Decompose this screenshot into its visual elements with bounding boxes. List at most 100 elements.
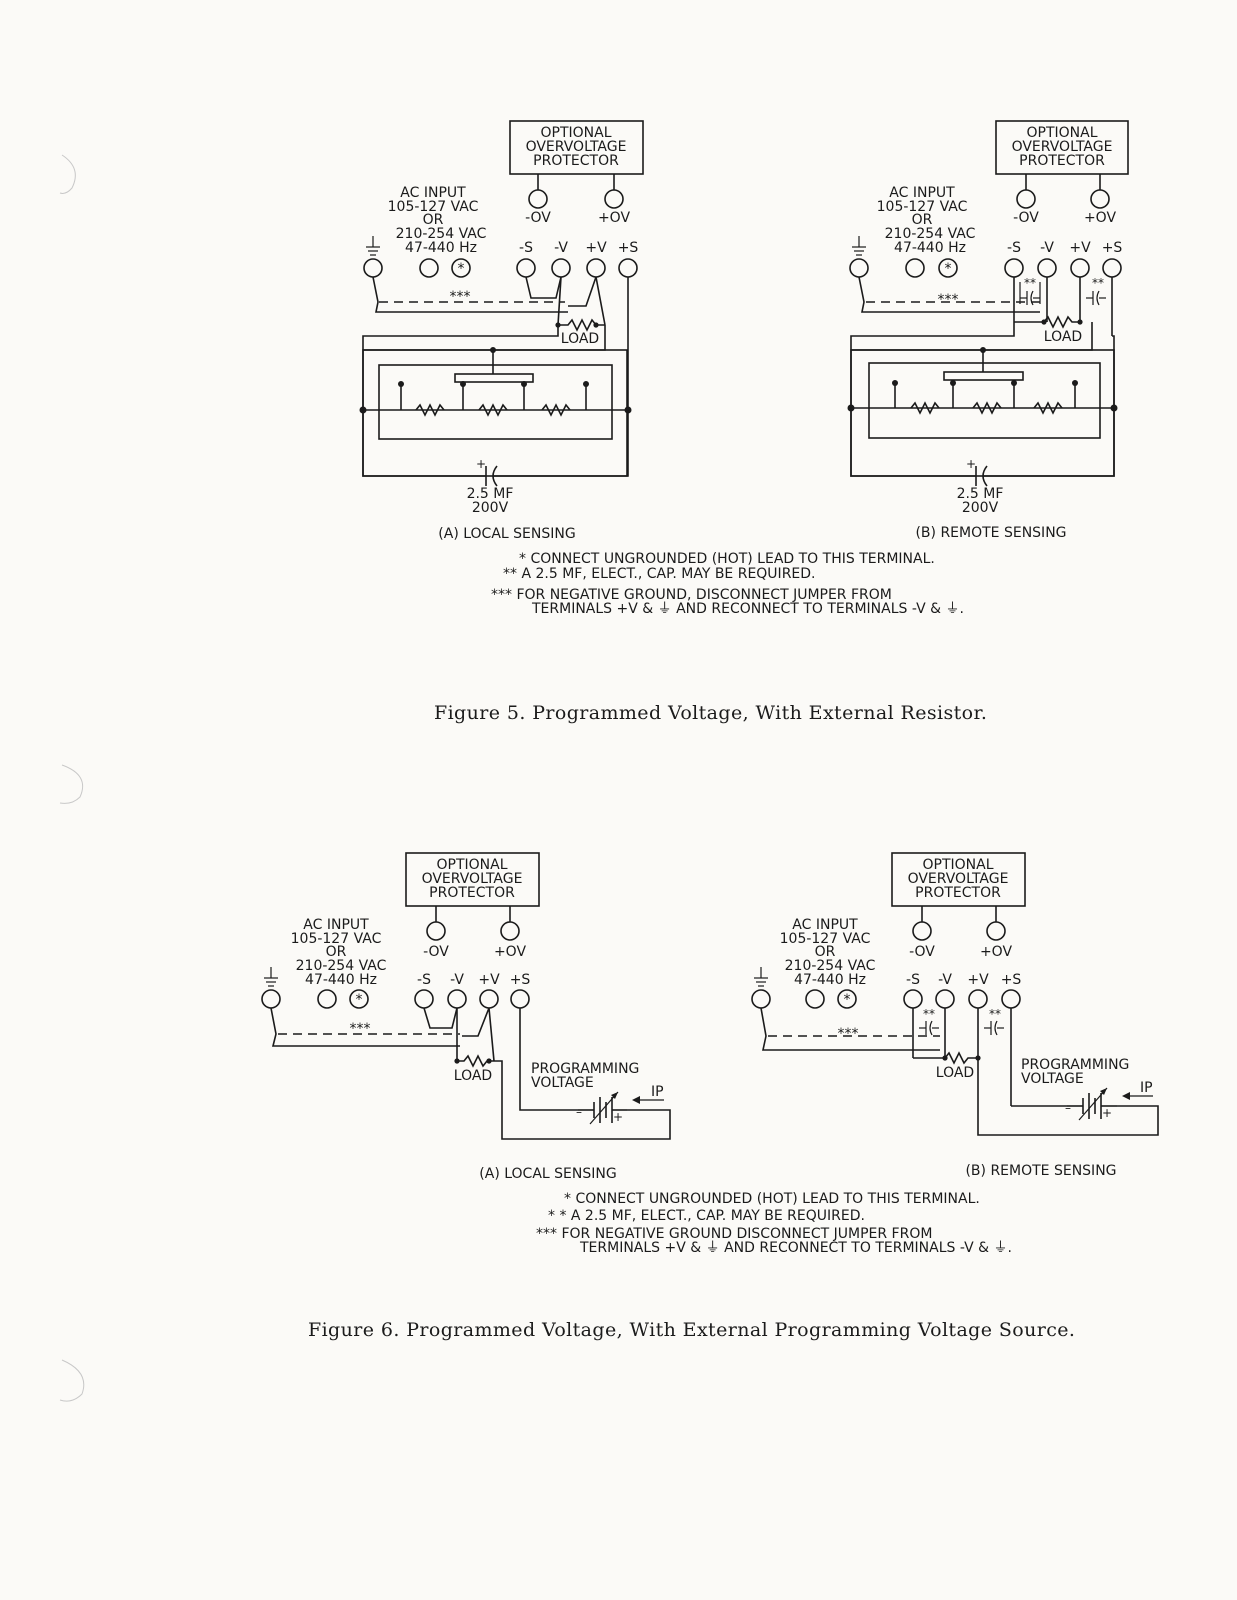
label-plus-s: +S <box>510 972 531 988</box>
load-label: LOAD <box>936 1065 974 1081</box>
ac-input-or: OR <box>326 944 347 960</box>
figure6-notes: * CONNECT UNGROUNDED (HOT) LEAD TO THIS … <box>536 1191 1012 1256</box>
label-minus-ov: -OV <box>525 210 551 226</box>
programming-voltage-label: PROGRAMMING <box>1021 1057 1129 1073</box>
terminal-minus-ov <box>912 921 932 941</box>
terminal-minus-ov <box>528 189 548 209</box>
terminal-plus-ov <box>986 921 1006 941</box>
svg-text:+: + <box>613 1110 623 1124</box>
label-minus-v: -V <box>554 240 568 256</box>
ovp-box <box>891 852 1026 907</box>
ovp-label-line2: OVERVOLTAGE <box>422 871 523 887</box>
terminal-plus-s <box>1102 258 1122 278</box>
ovp-box <box>509 120 644 175</box>
ground-icon <box>264 967 278 987</box>
ac-input-frequency: 47-440 Hz <box>894 240 966 256</box>
figure6-local-sensing: OPTIONAL OVERVOLTAGE PROTECTOR -OV +OV A… <box>261 852 671 1182</box>
terminal-minus-v <box>447 989 467 1009</box>
ac-input-range2: 210-254 VAC <box>785 958 876 974</box>
ac-input-range1: 105-127 VAC <box>291 931 382 947</box>
terminal-minus-s <box>1004 258 1024 278</box>
ground-icon <box>852 236 866 256</box>
ovp-box <box>405 852 540 907</box>
hot-mark: * <box>458 261 465 277</box>
hot-mark: * <box>844 992 851 1008</box>
label-plus-v: +V <box>967 972 989 988</box>
terminal-minus-ov <box>426 921 446 941</box>
ac-input-label: AC INPUT <box>889 185 955 201</box>
terminal-minus-v <box>935 989 955 1009</box>
ovp-label-line3: PROTECTOR <box>1019 153 1105 169</box>
resistor-decade-box <box>868 362 1101 439</box>
resistor-decade-box <box>378 364 613 440</box>
label-minus-ov: -OV <box>423 944 449 960</box>
programming-voltage-label-line2: VOLTAGE <box>531 1075 594 1091</box>
capacitor-value: 2.5 MF <box>957 486 1004 502</box>
note-negative-ground: *** FOR NEGATIVE GROUND, DISCONNECT JUMP… <box>491 587 892 603</box>
terminal-plus-s <box>510 989 530 1009</box>
note-negative-ground-cont: TERMINALS +V & ⏚ AND RECONNECT TO TERMIN… <box>579 1240 1012 1256</box>
ground-icon <box>754 967 768 987</box>
label-plus-v: +V <box>1069 240 1091 256</box>
ac-input-label: AC INPUT <box>792 917 858 933</box>
ac-input-range1: 105-127 VAC <box>388 199 479 215</box>
terminal-minus-ov <box>1016 189 1036 209</box>
ovp-label-line1: OPTIONAL <box>540 125 611 141</box>
svg-text:+: + <box>1102 1106 1112 1120</box>
jumper-mark: *** <box>450 289 471 305</box>
binding-holes <box>59 154 85 1402</box>
terminal-plus-v <box>968 989 988 1009</box>
ac-input-label: AC INPUT <box>303 917 369 933</box>
label-plus-ov: +OV <box>494 944 527 960</box>
ovp-label-line1: OPTIONAL <box>436 857 507 873</box>
terminal-plus-s <box>618 258 638 278</box>
ac-input-range1: 105-127 VAC <box>877 199 968 215</box>
svg-text:+: + <box>966 457 976 471</box>
note-hot-lead: * CONNECT UNGROUNDED (HOT) LEAD TO THIS … <box>519 551 935 567</box>
ac-input-frequency: 47-440 Hz <box>794 972 866 988</box>
terminal-ac-neutral <box>419 258 439 278</box>
terminal-ac-neutral <box>317 989 337 1009</box>
sense-cap-mark: ** <box>1092 276 1104 290</box>
label-minus-s: -S <box>906 972 920 988</box>
label-minus-s: -S <box>1007 240 1021 256</box>
figure5-caption: Figure 5. Programmed Voltage, With Exter… <box>434 702 987 724</box>
ac-input-or: OR <box>815 944 836 960</box>
variable-battery-icon: – + <box>576 1091 627 1125</box>
ovp-label-line1: OPTIONAL <box>922 857 993 873</box>
label-minus-s: -S <box>519 240 533 256</box>
terminal-plus-ov <box>500 921 520 941</box>
figure6-remote-sensing: OPTIONAL OVERVOLTAGE PROTECTOR -OV +OV A… <box>751 852 1159 1179</box>
ovp-label-line3: PROTECTOR <box>429 885 515 901</box>
current-ip-label: IP <box>651 1084 664 1100</box>
capacitor-value: 2.5 MF <box>467 486 514 502</box>
figure5-remote-sensing: OPTIONAL OVERVOLTAGE PROTECTOR -OV +OV A… <box>847 120 1129 541</box>
ac-input-or: OR <box>423 212 444 228</box>
load-label: LOAD <box>454 1068 492 1084</box>
label-minus-s: -S <box>417 972 431 988</box>
terminal-minus-v <box>1037 258 1057 278</box>
terminal-ac-hot <box>938 258 958 278</box>
jumper-mark: *** <box>350 1021 371 1037</box>
programming-voltage-label-line2: VOLTAGE <box>1021 1071 1084 1087</box>
ovp-label-line2: OVERVOLTAGE <box>1012 139 1113 155</box>
current-arrow-icon <box>1122 1092 1153 1100</box>
label-minus-v: -V <box>1040 240 1054 256</box>
hot-mark: * <box>356 992 363 1008</box>
note-capacitor: * * A 2.5 MF, ELECT., CAP. MAY BE REQUIR… <box>548 1208 865 1224</box>
label-plus-s: +S <box>1001 972 1022 988</box>
label-plus-s: +S <box>1102 240 1123 256</box>
label-minus-ov: -OV <box>1013 210 1039 226</box>
terminal-minus-v <box>551 258 571 278</box>
figure5-local-sensing: OPTIONAL OVERVOLTAGE PROTECTOR -OV +OV A… <box>359 120 644 542</box>
label-minus-v: -V <box>938 972 952 988</box>
svg-text:–: – <box>576 1105 582 1119</box>
capacitor-voltage: 200V <box>962 500 999 516</box>
label-plus-s: +S <box>618 240 639 256</box>
terminal-ac-neutral <box>905 258 925 278</box>
figure6-caption: Figure 6. Programmed Voltage, With Exter… <box>308 1319 1075 1341</box>
ac-input-range2: 210-254 VAC <box>885 226 976 242</box>
ac-input-range2: 210-254 VAC <box>296 958 387 974</box>
